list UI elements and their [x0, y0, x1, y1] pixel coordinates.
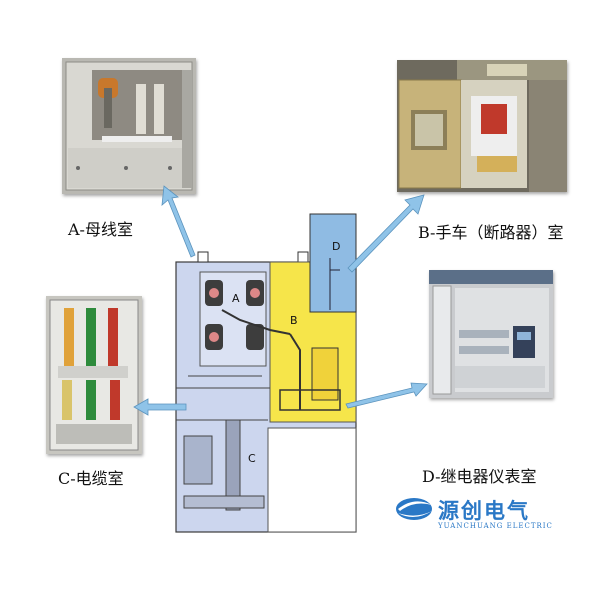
- letter-d: D: [332, 240, 340, 253]
- logo-mark: [396, 498, 432, 520]
- busbar-room-photo: [62, 58, 196, 194]
- label-relay-room: D-继电器仪表室: [422, 467, 537, 486]
- label-breaker-room: B-手车（断路器）室: [418, 223, 564, 242]
- arrow-to-busbar-room: [161, 185, 196, 258]
- arrow-to-breaker-room: [347, 194, 425, 273]
- cable-room-photo: [46, 296, 142, 454]
- breaker-room-photo: [397, 60, 567, 192]
- logo-subtitle: YUANCHUANG ELECTRIC: [438, 522, 553, 530]
- arrow-to-cable-room: [133, 398, 187, 416]
- logo-name: 源创电气: [438, 499, 530, 523]
- letter-a: A: [232, 292, 240, 305]
- label-busbar-room: A-母线室: [68, 220, 133, 239]
- relay-room-photo: [429, 270, 553, 398]
- label-cable-room: C-电缆室: [58, 469, 124, 488]
- letter-b: B: [290, 314, 298, 327]
- relay-room: [309, 213, 357, 313]
- letter-c: C: [248, 452, 256, 465]
- arrow-to-relay-room: [345, 382, 428, 409]
